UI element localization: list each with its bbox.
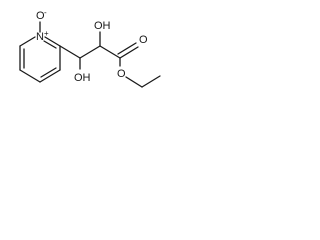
ester-oxygen-label: O [117,68,126,80]
pyridine-ring [19,21,61,83]
ethyl-bond [141,75,161,88]
ring-bond-c2-n [44,36,61,47]
carbonyl-oxygen-label: O [139,34,148,46]
ring-to-c3-bond [59,45,81,59]
beta-hydroxyl-label: OH [74,72,91,84]
carbonyl-double-bond-b [117,42,137,55]
chemical-structure: O - N + OH OH O O [19,8,161,88]
ring-bond-bottom-left [19,69,41,83]
ring-nitrogen-label: N [36,31,44,43]
nitrogen-positive-charge: + [44,29,49,38]
oxygen-negative-charge: - [44,8,47,17]
ester-oxygen-ethyl-bond [125,76,143,88]
c2-c1-bond [99,45,121,59]
ring-bond-n-c6 [19,36,36,47]
ring-bond-c2-n-inner [43,40,57,49]
alpha-hydroxyl-label: OH [94,20,111,32]
side-chain [59,31,161,88]
ring-bond-bottom-right-inner [40,67,57,78]
c3-c2-bond [79,45,101,59]
carbonyl-double-bond-a [119,46,139,59]
ring-bond-bottom-right [39,69,61,83]
n-oxide-oxygen-label: O [36,10,45,22]
